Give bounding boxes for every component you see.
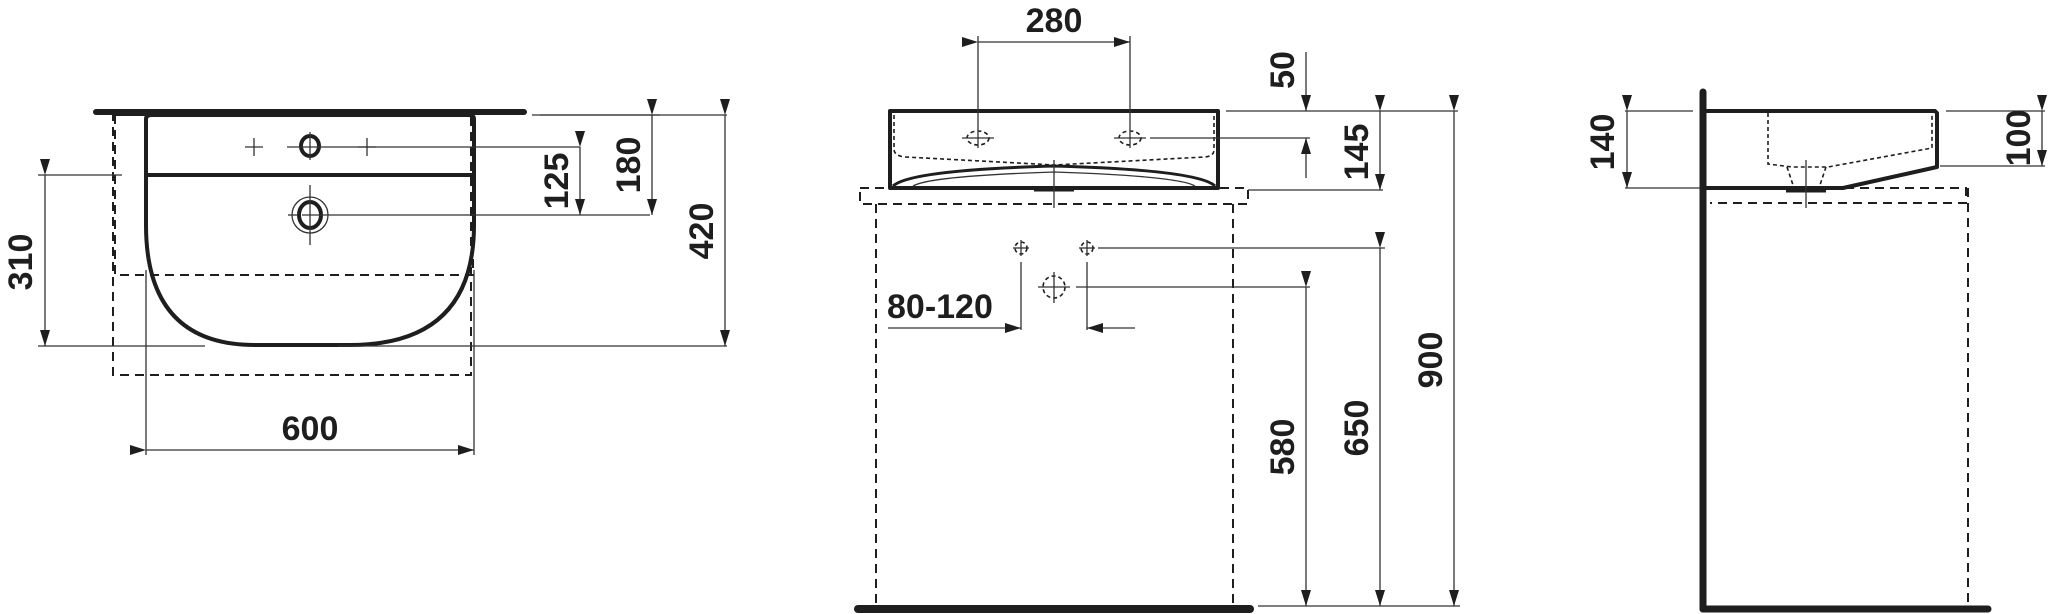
dim-tap-spacing-280: 280 [1026,2,1083,40]
basin-outline-plan [144,113,476,347]
dim-supply-650: 650 [1338,400,1376,457]
plan-view: 600 310 125 180 420 [2,99,730,455]
cabinet-top-front [859,187,1249,205]
side-view: 140 100 [1584,88,2047,613]
cabinet-footprint [112,114,472,376]
dim-waste-580: 580 [1264,419,1302,476]
tap-marks [245,132,376,160]
dim-depth-420: 420 [683,203,721,260]
dim-width-600: 600 [282,410,339,448]
dim-tap-height-50: 50 [1264,51,1302,89]
basin-outline-side [1706,109,1939,190]
dim-bowl-310: 310 [2,234,40,291]
front-view: 280 50 145 900 650 580 80-120 [854,2,1460,613]
dim-tap-hole-180: 180 [610,137,648,194]
dim-overall-900: 900 [1412,332,1450,389]
bowl-hidden-side [1767,113,1933,168]
dim-tap-waste-125: 125 [538,153,576,210]
dim-supply-spacing-80-120: 80-120 [887,288,993,326]
bowl-hidden-line [893,115,1215,166]
dim-basin-height-145: 145 [1338,124,1376,181]
basin-outline-front [888,109,1220,190]
cabinet-outline-plan [114,114,474,276]
dim-front-height-100: 100 [2000,110,2038,167]
cabinet-top-side [1710,187,1967,204]
dim-side-height-140: 140 [1584,114,1622,171]
